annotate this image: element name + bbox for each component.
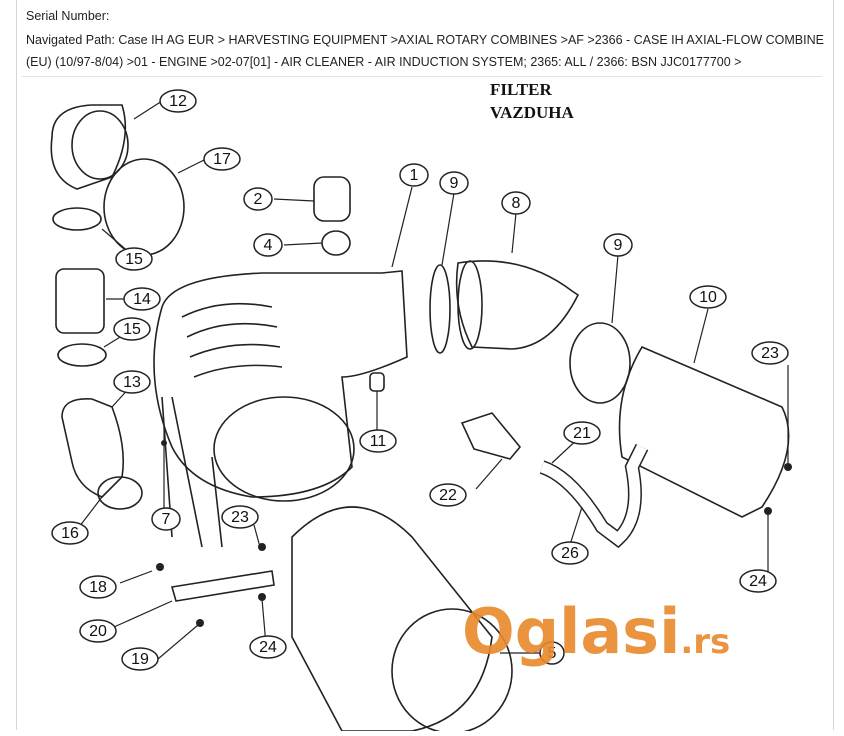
filter-5-shape <box>291 506 493 732</box>
cover-10-shape <box>618 345 790 518</box>
bracket-20-shape <box>170 570 275 602</box>
watermark-brand-text: Oglasi <box>462 595 681 668</box>
parts-diagram-svg: FILTER VAZDUHA 12 17 2 4 1 9 8 9 10 23 1… <box>50 80 792 734</box>
callout-23a: 23 <box>751 341 789 365</box>
callout-17: 17 <box>203 147 241 171</box>
callout-15a-label: 15 <box>125 251 143 268</box>
callout-12-label: 12 <box>169 93 187 110</box>
callout-18-label: 18 <box>89 579 107 596</box>
callout-1-label: 1 <box>410 167 419 184</box>
callout-15b: 15 <box>113 317 151 341</box>
clamp-4-shape <box>321 230 351 256</box>
callout-2: 2 <box>243 187 273 211</box>
callout-21-label: 21 <box>573 425 591 442</box>
callout-15a: 15 <box>115 247 153 271</box>
clamp-9b-shape <box>569 322 631 404</box>
watermark-overlay: Oglasi.rs <box>462 595 730 668</box>
callout-23a-label: 23 <box>761 345 779 362</box>
callout-14-label: 14 <box>133 291 151 308</box>
elbow-8-shape <box>455 260 580 350</box>
callout-20-label: 20 <box>89 623 107 640</box>
elbow-8-opening <box>457 260 483 350</box>
elbow-12-shape <box>50 104 127 190</box>
callout-15b-label: 15 <box>123 321 141 338</box>
cap-2-shape <box>313 176 351 222</box>
navigated-path-line-1: Navigated Path: Case IH AG EUR > HARVEST… <box>26 33 824 47</box>
diagram-title-line-1: FILTER <box>490 80 552 99</box>
tube-14-shape <box>55 268 105 334</box>
clamp-9a-shape <box>429 264 451 354</box>
clamp-15b-shape <box>57 343 107 367</box>
callout-26: 26 <box>551 541 589 565</box>
callout-7-label: 7 <box>162 511 171 528</box>
elbow-12-opening <box>71 110 129 180</box>
callout-12: 12 <box>159 89 197 113</box>
callout-7: 7 <box>151 507 181 531</box>
callout-10-label: 10 <box>699 289 717 306</box>
callout-21: 21 <box>563 421 601 445</box>
callout-2-label: 2 <box>254 191 263 208</box>
callout-4: 4 <box>253 233 283 257</box>
callout-14: 14 <box>123 287 161 311</box>
callout-16-label: 16 <box>61 525 79 542</box>
elbow-16-opening <box>97 476 143 510</box>
callout-24a: 24 <box>739 569 777 593</box>
callout-26-label: 26 <box>561 545 579 562</box>
callout-19-label: 19 <box>131 651 149 668</box>
diagram-title-line-2: VAZDUHA <box>490 103 574 122</box>
callout-16: 16 <box>51 521 89 545</box>
callout-11: 11 <box>359 429 397 453</box>
callout-9a: 9 <box>439 171 469 195</box>
callout-13-label: 13 <box>123 374 141 391</box>
callout-22: 22 <box>429 483 467 507</box>
callout-24b-label: 24 <box>259 639 277 656</box>
sensor-22-shape <box>460 412 522 460</box>
callout-23b-label: 23 <box>231 509 249 526</box>
watermark-tld-text: .rs <box>680 622 731 662</box>
callout-9a-label: 9 <box>450 175 459 192</box>
housing-1-ribs <box>181 302 283 378</box>
callout-9b: 9 <box>603 233 633 257</box>
callout-23b: 23 <box>221 505 259 529</box>
callout-22-label: 22 <box>439 487 457 504</box>
callout-8: 8 <box>501 191 531 215</box>
callout-9b-label: 9 <box>614 237 623 254</box>
callout-24b: 24 <box>249 635 287 659</box>
callout-11-label: 11 <box>370 433 387 450</box>
parts-diagram: FILTER VAZDUHA 12 17 2 4 1 9 8 9 10 23 1… <box>22 76 822 734</box>
callout-4-label: 4 <box>264 237 273 254</box>
clamp-15a-shape <box>52 207 102 231</box>
serial-number-label: Serial Number: <box>26 9 110 23</box>
callout-5-label: 5 <box>548 645 557 662</box>
callout-19: 19 <box>121 647 159 671</box>
callout-13: 13 <box>113 370 151 394</box>
callout-20: 20 <box>79 619 117 643</box>
callout-17-label: 17 <box>213 151 231 168</box>
hose-26-inner <box>540 444 647 547</box>
callout-24a-label: 24 <box>749 573 767 590</box>
callout-1: 1 <box>399 163 429 187</box>
callout-18: 18 <box>79 575 117 599</box>
housing-1-shape <box>153 270 408 498</box>
housing-1-outlet <box>213 396 355 502</box>
callout-10: 10 <box>689 285 727 309</box>
mount-11-shape <box>369 372 385 392</box>
callout-8-label: 8 <box>512 195 521 212</box>
callout-group: 12 17 2 4 1 9 8 9 10 23 15 14 15 13 11 2… <box>51 89 789 671</box>
elbow-13-shape <box>61 398 125 498</box>
navigated-path-line-2: (EU) (10/97-8/04) >01 - ENGINE >02-07[01… <box>26 55 742 69</box>
callout-5: 5 <box>539 641 565 665</box>
